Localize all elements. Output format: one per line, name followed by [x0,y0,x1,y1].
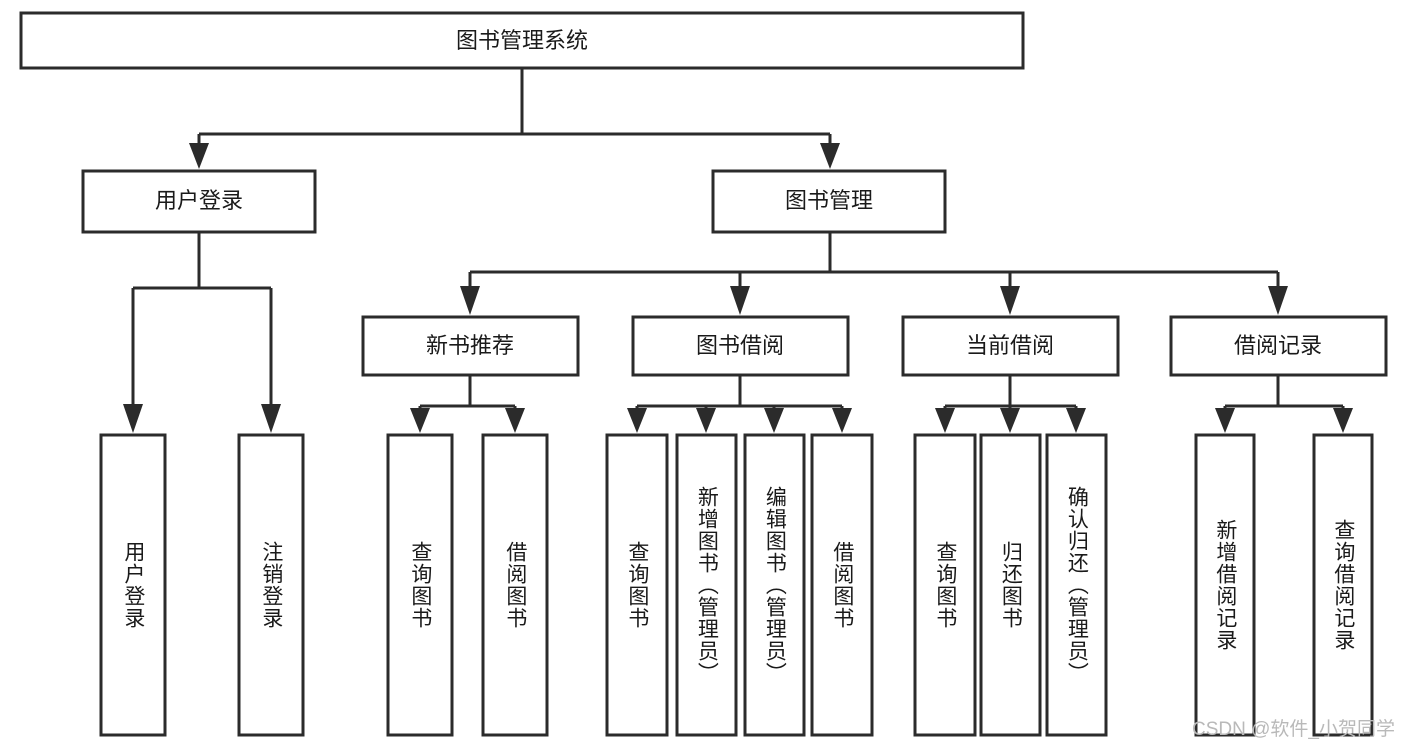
arrow-to-book-borrow [730,286,750,315]
arrow-to-current-borrow [1000,286,1020,315]
leaf-box-borrow-1[interactable] [605,433,669,737]
node-book-borrow-box[interactable] [631,315,850,377]
leaf-box-current-3[interactable] [1045,433,1108,737]
horizontal-labels-layer: 图书管理系统 用户登录 图书管理 新书推荐 图书借阅 当前借阅 借阅记录 [155,28,1322,358]
arrow-to-borrow-record [1268,286,1288,315]
leaf-box-record-1[interactable] [1194,433,1256,737]
node-new-book-recommend-box[interactable] [361,315,580,377]
nodes-layer [19,11,1388,737]
arrow-record-leaf-1 [1215,408,1235,433]
leaf-box-current-1[interactable] [913,433,977,737]
arrow-record-leaf-2 [1333,408,1353,433]
arrow-current-leaf-3 [1066,408,1086,433]
node-root-label: 图书管理系统 [456,28,588,53]
arrow-to-user-login [189,143,209,169]
leaf-box-user-login-2[interactable] [237,433,305,737]
edges-layer [123,69,1353,433]
node-book-manage-label: 图书管理 [785,188,873,213]
leaf-box-borrow-3[interactable] [743,433,806,737]
csdn-watermark: CSDN @软件_小贺同学 [1192,719,1395,740]
node-book-manage-box[interactable] [711,169,947,234]
arrow-borrow-leaf-4 [832,408,852,433]
arrow-borrow-leaf-1 [627,408,647,433]
arrow-recommend-leaf-2 [505,408,525,433]
arrow-current-leaf-1 [935,408,955,433]
arrow-borrow-leaf-3 [764,408,784,433]
arrow-to-leaf-logout [261,404,281,433]
node-root-box[interactable] [19,11,1025,70]
leaf-box-recommend-2[interactable] [481,433,549,737]
node-current-borrow-label: 当前借阅 [966,333,1054,358]
node-borrow-record-box[interactable] [1169,315,1388,377]
node-book-borrow-label: 图书借阅 [696,333,784,358]
leaf-box-borrow-4[interactable] [810,433,874,737]
leaf-box-borrow-2[interactable] [675,433,738,737]
node-user-login-box[interactable] [81,169,317,234]
arrow-to-leaf-user-login [123,404,143,433]
arrow-recommend-leaf-1 [410,408,430,433]
leaf-box-user-login-1[interactable] [99,433,167,737]
arrow-borrow-leaf-2 [696,408,716,433]
arrow-to-new-book-recommend [460,286,480,315]
leaf-box-current-2[interactable] [979,433,1042,737]
node-current-borrow-box[interactable] [901,315,1120,377]
node-new-book-recommend-label: 新书推荐 [426,333,514,358]
node-borrow-record-label: 借阅记录 [1234,333,1322,358]
node-user-login-label: 用户登录 [155,188,243,213]
arrow-to-book-manage [820,143,840,169]
leaf-box-recommend-1[interactable] [386,433,454,737]
leaf-box-record-2[interactable] [1312,433,1374,737]
arrow-current-leaf-2 [1000,408,1020,433]
